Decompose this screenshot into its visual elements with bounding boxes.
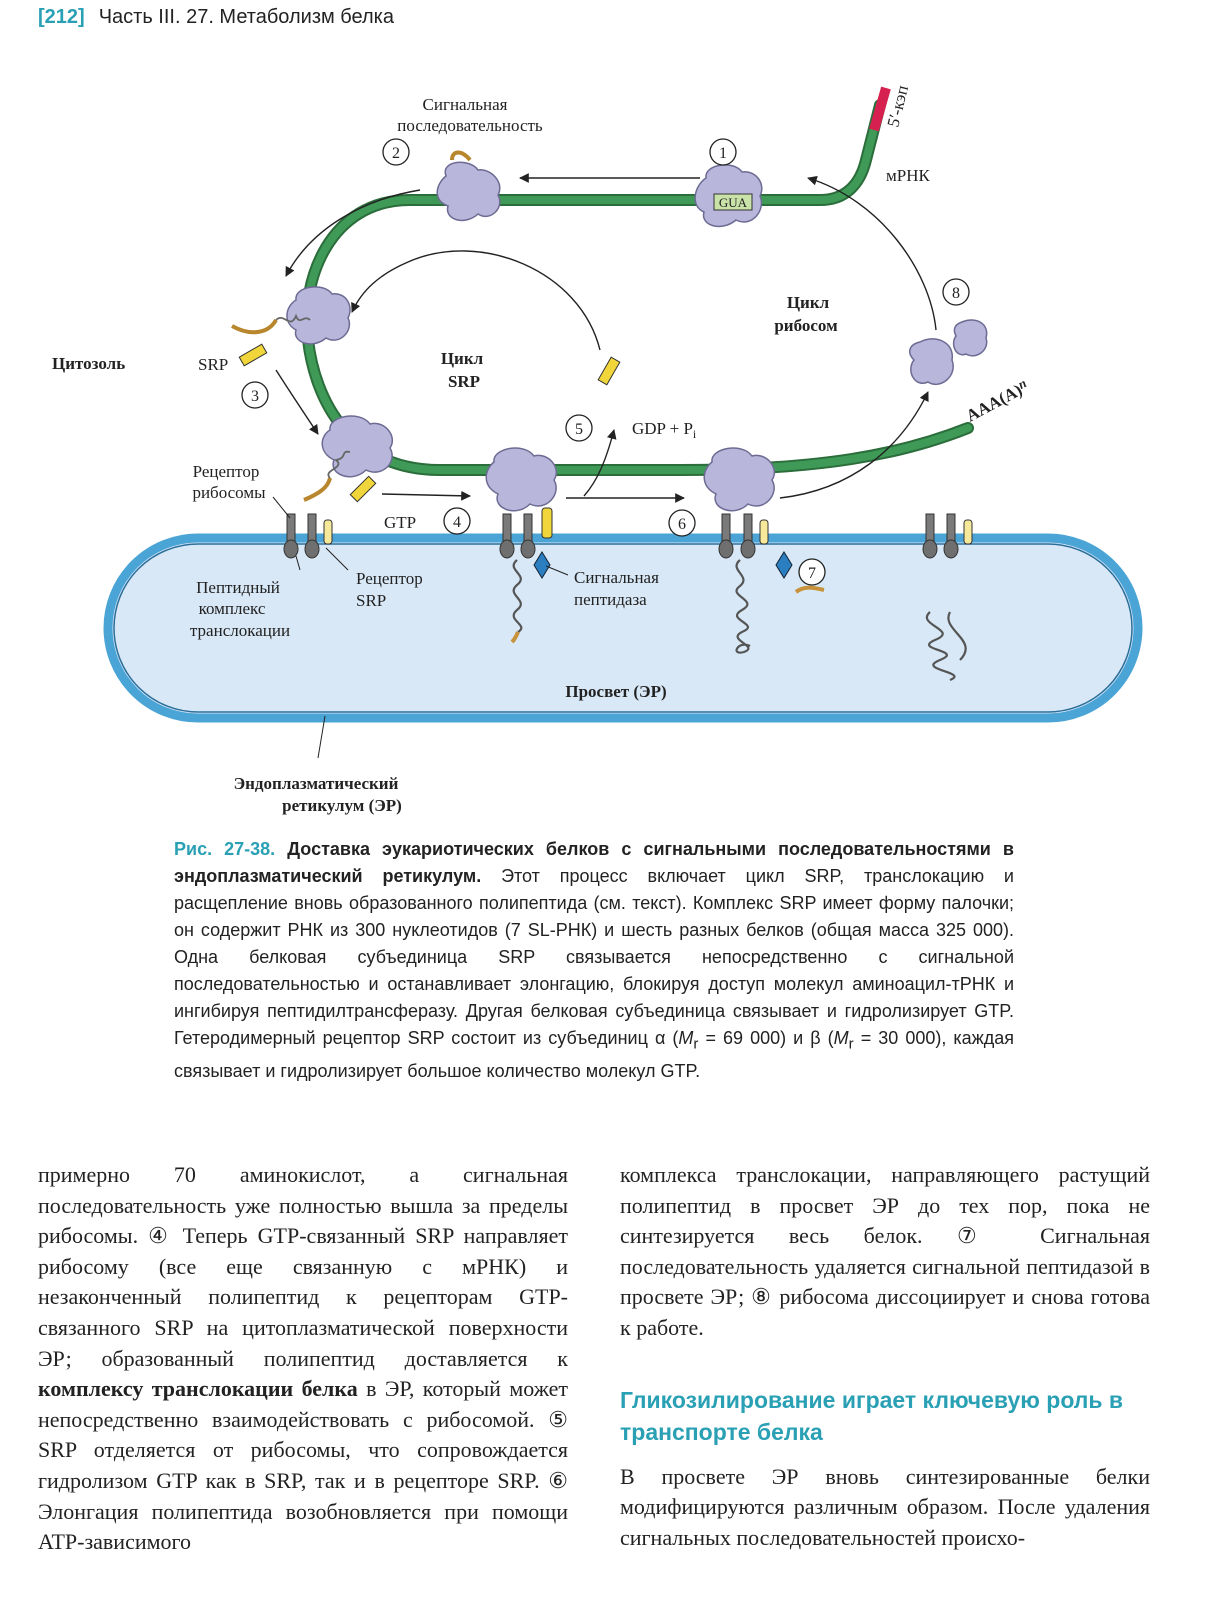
caption-mid: = 69 000) и β ( — [698, 1028, 834, 1048]
er-label-1: Эндоплазматический — [234, 774, 399, 793]
ribosome-cycle-label-2: рибосом — [774, 316, 838, 335]
ribosome-cycle-label-1: Цикл — [787, 293, 830, 312]
mr-subscript: r — [693, 1035, 699, 1053]
ribosome-large-subunit — [952, 319, 988, 357]
signal-sequence — [231, 318, 278, 335]
ribosome — [286, 286, 351, 345]
gdp-subscript: i — [693, 427, 697, 441]
srp-label: SRP — [198, 355, 228, 374]
step-4-number: 4 — [453, 514, 461, 531]
bold-term: комплексу транслокации белка — [38, 1376, 358, 1402]
translocon-6 — [718, 513, 769, 559]
ribosome-small-subunit — [909, 338, 954, 385]
gdp-label: GDP + P — [632, 419, 693, 438]
codon-label: GUA — [719, 195, 748, 210]
ribosome-receptor-label-2: рибосомы — [192, 483, 266, 502]
signal-sequence-label-2: последовательность — [397, 116, 543, 135]
running-title: Часть III. 27. Метаболизм белка — [98, 6, 394, 28]
step-3-number: 3 — [251, 388, 259, 405]
srp-receptor-label-1: Рецептор — [356, 569, 423, 588]
ribosome — [703, 447, 775, 512]
figure-number: Рис. 27-38. — [174, 839, 276, 859]
page-number: [212] — [38, 6, 85, 28]
lumen-label: Просвет (ЭР) — [565, 682, 666, 701]
5-prime-cap — [869, 86, 891, 132]
mr-symbol: M — [833, 1028, 849, 1048]
endoplasmic-reticulum — [103, 533, 1143, 723]
mr-symbol: M — [678, 1028, 694, 1048]
translocon-4 — [499, 507, 553, 559]
signal-sequence — [303, 477, 332, 502]
translocon-1 — [283, 513, 333, 559]
cytosol-label: Цитозоль — [52, 354, 125, 373]
section-heading: Гликозилирование играет ключевую роль в … — [620, 1386, 1124, 1445]
srp-cycle-figure: GUA 1 2 3 4 5 6 7 8 — [52, 83, 1143, 815]
translocon-label-1: Пептидный — [196, 578, 280, 597]
paragraph: примерно 70 аминокислот, а сигнальная по… — [38, 1160, 568, 1558]
polypeptide-coils — [510, 559, 967, 682]
paragraph-text: в ЭР, который может непосредственно взаи… — [38, 1376, 568, 1555]
ribosome — [485, 447, 557, 512]
translocon-8 — [922, 513, 973, 559]
paragraph-text: примерно 70 аминокислот, а сигнальная по… — [38, 1162, 568, 1371]
ribosome-receptor-label-1: Рецептор — [193, 462, 260, 481]
translocon-label-2: комплекс — [199, 599, 266, 618]
srp-particle — [349, 475, 377, 503]
body-column-left: примерно 70 аминокислот, а сигнальная по… — [38, 1160, 568, 1558]
figure-caption: Рис. 27-38. Доставка эукариотических бел… — [174, 836, 1014, 1085]
step-2-number: 2 — [392, 145, 400, 162]
srp-cycle-label-2: SRP — [448, 372, 480, 391]
signal-peptidase-label-2: пептидаза — [574, 590, 647, 609]
codon-box — [713, 193, 753, 211]
srp-particle — [238, 343, 268, 367]
step-8-number: 8 — [952, 285, 960, 302]
mr-subscript: r — [848, 1035, 854, 1053]
body-column-right: комплекса транслокации, направляющего ра… — [620, 1160, 1150, 1553]
svg-text:GDP + Pi: GDP + Pi — [632, 419, 697, 441]
running-header: [212] Часть III. 27. Метаболизм белка — [38, 6, 394, 29]
caption-body: Этот процесс включает цикл SRP, транслок… — [174, 866, 1014, 1048]
figure-title: Доставка эукариотических белков с сигнал… — [174, 839, 1014, 886]
cleaved-signal-sequence — [794, 585, 825, 594]
srp-cycle-label-1: Цикл — [441, 349, 484, 368]
step-6-number: 6 — [678, 516, 686, 533]
signal-peptidase-icon — [775, 551, 793, 579]
translocon-label-3: транслокации — [190, 621, 290, 640]
signal-sequence — [450, 150, 472, 162]
step-1-number: 1 — [719, 145, 727, 162]
srp-particle — [597, 356, 621, 386]
ribosome — [436, 161, 501, 222]
step-7-number: 7 — [808, 565, 816, 582]
svg-text:AAA(A)n: AAA(A)n — [962, 375, 1032, 425]
paragraph: В просвете ЭР вновь синтезированные белк… — [620, 1463, 1150, 1550]
signal-sequence-label-1: Сигнальная — [423, 95, 508, 114]
ribosome — [321, 415, 393, 478]
polya-label: AAA(A) — [963, 380, 1025, 425]
gtp-label: GTP — [384, 513, 416, 532]
er-membrane — [103, 533, 1143, 723]
caption-end: = 30 000), каждая связывает и гидролизир… — [174, 1028, 1014, 1081]
paragraph: комплекса транслокации, направляющего ра… — [620, 1162, 1150, 1340]
signal-peptidase-label-1: Сигнальная — [574, 568, 659, 587]
srp-receptor-label-2: SRP — [356, 591, 386, 610]
mrna-label: мРНК — [886, 166, 930, 185]
signal-peptidase-icon — [533, 551, 551, 579]
step-5-number: 5 — [575, 421, 583, 438]
er-label-2: ретикулум (ЭР) — [282, 796, 402, 815]
